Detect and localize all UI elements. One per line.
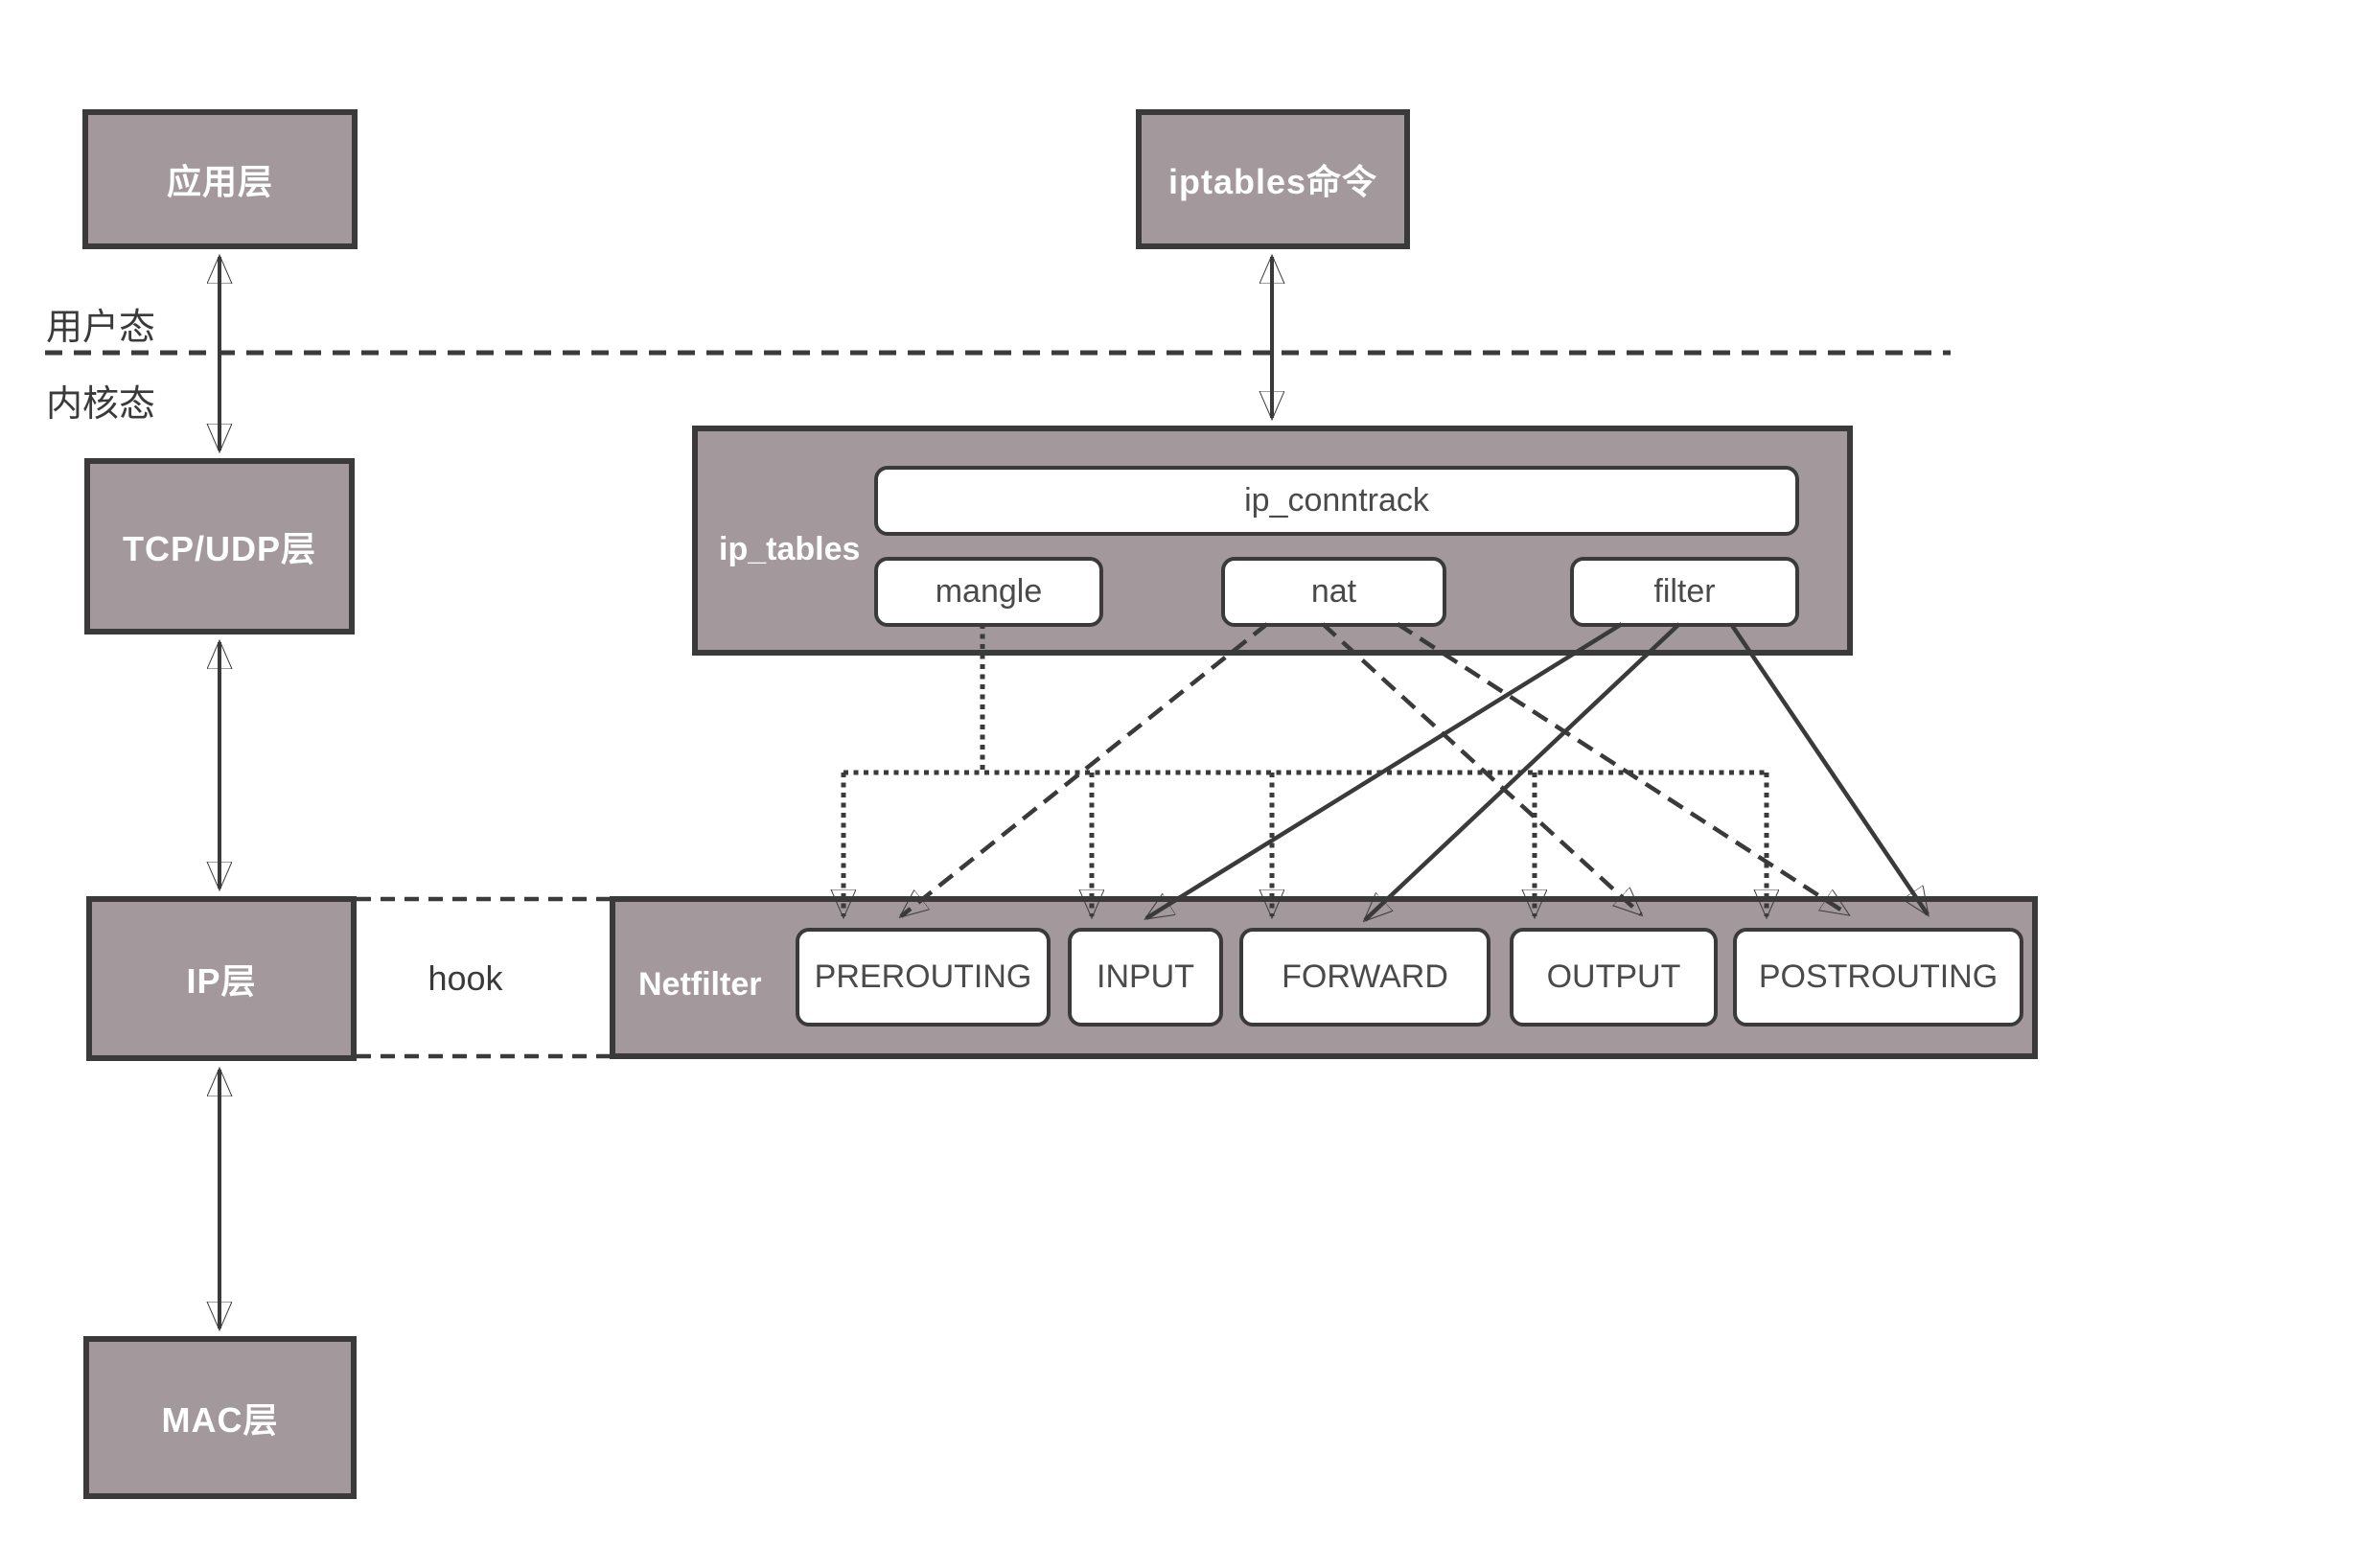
netfilter-container: Netfilter PREROUTING INPUT FORWARD OUTPU…: [610, 896, 2038, 1059]
app-layer-label: 应用层: [166, 162, 273, 201]
netfilter-container-label: Netfilter: [638, 966, 762, 1003]
user-mode-label: 用户态: [46, 308, 156, 348]
output-chain-box: OUTPUT: [1510, 928, 1718, 1027]
mac-layer-box: MAC层: [83, 1336, 357, 1499]
app-layer-box: 应用层: [82, 109, 358, 249]
ip-layer-box: IP层: [86, 896, 357, 1061]
prerouting-chain-box: PREROUTING: [796, 928, 1051, 1027]
prerouting-chain-label: PREROUTING: [814, 958, 1032, 995]
kernel-mode-label: 内核态: [46, 384, 156, 425]
forward-chain-box: FORWARD: [1239, 928, 1490, 1027]
forward-chain-label: FORWARD: [1282, 958, 1448, 995]
ip-conntrack-label: ip_conntrack: [1244, 482, 1429, 519]
iptables-command-label: iptables命令: [1167, 162, 1378, 201]
nat-table-label: nat: [1310, 573, 1357, 610]
nat-dashed-arrows: [901, 622, 1848, 916]
filter-table-label: filter: [1653, 573, 1716, 610]
mac-layer-label: MAC层: [161, 1400, 279, 1440]
filter-table-box: filter: [1570, 557, 1799, 627]
ip-layer-label: IP层: [186, 961, 257, 1001]
tcp-udp-layer-label: TCP/UDP层: [122, 529, 316, 568]
hook-label: hook: [427, 958, 503, 998]
mangle-table-box: mangle: [874, 557, 1103, 627]
output-chain-label: OUTPUT: [1546, 958, 1681, 995]
iptables-command-box: iptables命令: [1136, 109, 1410, 249]
ip-conntrack-box: ip_conntrack: [874, 466, 1799, 536]
ip-tables-container: ip_tables ip_conntrack mangle nat filter: [692, 426, 1853, 656]
input-chain-box: INPUT: [1068, 928, 1223, 1027]
layer-double-arrows: [220, 257, 1272, 1328]
nat-table-box: nat: [1221, 557, 1446, 627]
tcp-udp-layer-box: TCP/UDP层: [84, 458, 355, 635]
filter-solid-arrows: [1146, 622, 1929, 920]
ip-tables-container-label: ip_tables: [719, 531, 861, 567]
mangle-table-label: mangle: [935, 573, 1043, 610]
mangle-dotted-arrows: [843, 624, 1767, 916]
input-chain-label: INPUT: [1097, 958, 1194, 995]
postrouting-chain-box: POSTROUTING: [1733, 928, 2023, 1027]
postrouting-chain-label: POSTROUTING: [1758, 958, 1999, 995]
